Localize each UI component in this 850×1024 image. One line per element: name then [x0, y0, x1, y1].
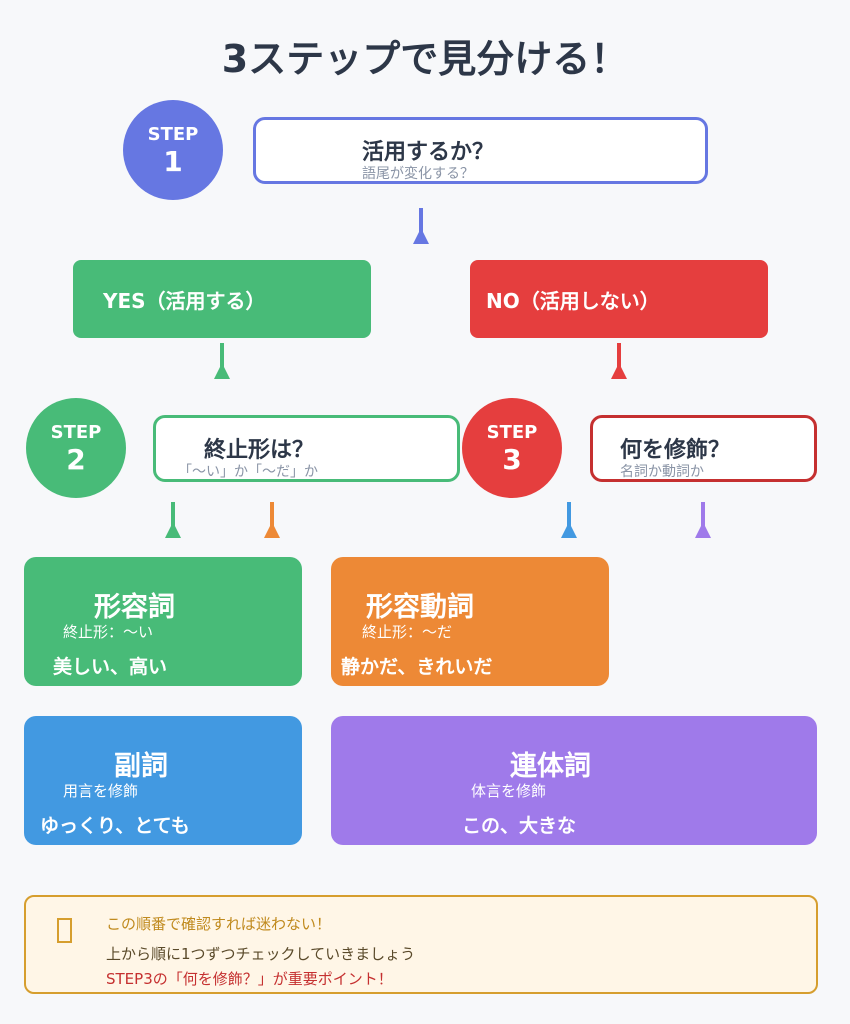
step3-number: 3: [502, 443, 522, 476]
arrow-down-icon: [413, 208, 429, 244]
step1-badge: STEP 1: [123, 100, 223, 200]
card-title: 形容詞: [94, 592, 175, 623]
step1-label: STEP: [147, 124, 199, 145]
step2-badge: STEP 2: [26, 398, 126, 498]
card-example: 静かだ、きれいだ: [341, 656, 493, 678]
yes-box: YES（活用する）: [73, 260, 371, 338]
card-title: 副詞: [114, 751, 168, 782]
no-box: NO（活用しない）: [470, 260, 768, 338]
step1-question-box: 活用するか？ 語尾が変化する？: [253, 117, 708, 184]
page-title: 3ステップで見分ける！: [221, 37, 629, 81]
step1-question: 活用するか？: [362, 140, 495, 165]
step2-question-box: 終止形は？ 「〜い」か「〜だ」か: [153, 415, 460, 482]
card-desc: 用言を修飾: [63, 782, 139, 800]
step3-label: STEP: [486, 422, 538, 443]
tip-line3: STEP3の「何を修飾？」が重要ポイント！: [106, 970, 393, 988]
card-keiyoshi: 形容詞 終止形：〜い 美しい、高い: [24, 557, 302, 686]
card-desc: 体言を修飾: [471, 782, 547, 800]
tip-line1: この順番で確認すれば迷わない！: [106, 915, 332, 933]
step3-question: 何を修飾？: [620, 438, 731, 463]
arrow-down-icon: [611, 343, 627, 379]
card-title: 形容動詞: [366, 592, 474, 623]
card-example: 美しい、高い: [53, 656, 168, 678]
card-fukushi: 副詞 用言を修飾 ゆっくり、とても: [24, 716, 302, 845]
arrow-down-icon: [264, 502, 280, 538]
arrow-down-icon: [165, 502, 181, 538]
step2-hint: 「〜い」か「〜だ」か: [178, 464, 318, 480]
step1-number: 1: [163, 145, 183, 178]
arrow-down-icon: [695, 502, 711, 538]
tip-box: この順番で確認すれば迷わない！ 上から順に1つずつチェックしていきましょう ST…: [24, 895, 818, 994]
step2-label: STEP: [50, 422, 102, 443]
card-example: この、大きな: [462, 815, 577, 837]
step2-number: 2: [66, 443, 86, 476]
step3-hint: 名詞か動詞か: [620, 464, 704, 480]
step3-question-box: 何を修飾？ 名詞か動詞か: [590, 415, 817, 482]
card-keiyodoshi: 形容動詞 終止形：〜だ 静かだ、きれいだ: [331, 557, 609, 686]
arrow-down-icon: [561, 502, 577, 538]
card-example: ゆっくり、とても: [40, 815, 190, 837]
card-desc: 終止形：〜い: [63, 623, 154, 641]
step1-hint: 語尾が変化する？: [362, 166, 474, 182]
step3-badge: STEP 3: [462, 398, 562, 498]
arrow-down-icon: [214, 343, 230, 379]
tip-line2: 上から順に1つずつチェックしていきましょう: [106, 945, 416, 963]
card-title: 連体詞: [510, 751, 591, 782]
lightbulb-icon: [57, 918, 72, 943]
card-desc: 終止形：〜だ: [362, 623, 453, 641]
step2-question: 終止形は？: [204, 438, 315, 463]
card-rentaishi: 連体詞 体言を修飾 この、大きな: [331, 716, 817, 845]
